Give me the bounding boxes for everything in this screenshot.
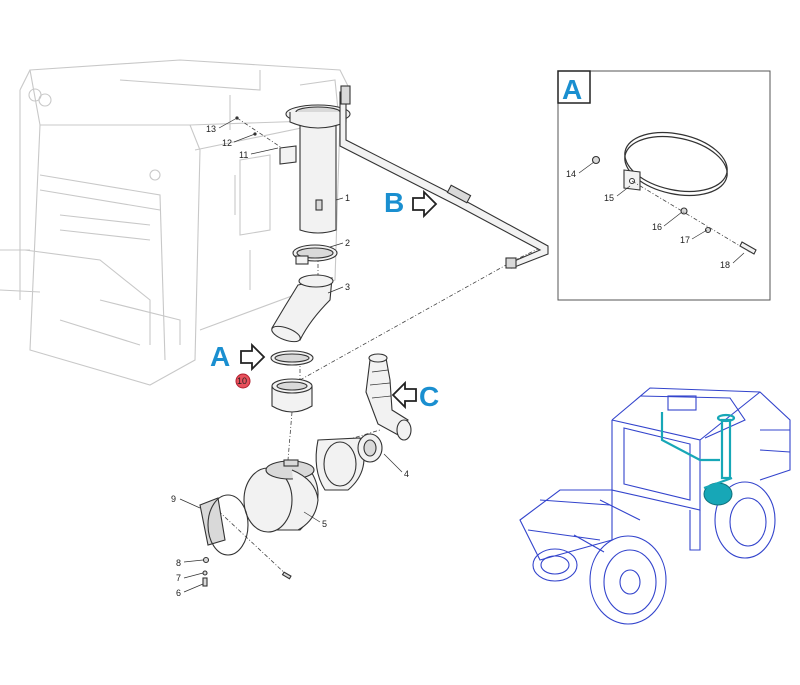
clamp-fasteners [591,155,757,255]
callout-17: 17 [680,235,690,245]
callout-1: 1 [345,193,350,203]
elbow-pipe [271,274,334,343]
tractor-highlighted-assembly [660,412,736,506]
callout-8: 8 [176,558,181,568]
view-label-c: C [419,381,439,412]
callout-16: 16 [652,222,662,232]
center-line [211,117,541,579]
band-clamp [623,131,728,197]
view-label-b: B [384,187,404,218]
leaders-main [179,116,403,593]
bolt-set [202,556,292,587]
cab-outline [0,59,351,386]
leaders-detail [578,161,751,264]
rubber-sleeve [271,378,313,413]
callout-6: 6 [176,588,181,598]
callout-5: 5 [322,519,327,529]
callout-18: 18 [720,260,730,270]
callout-10: 10 [237,376,247,386]
filter-front-bracket [199,494,249,556]
callout-3: 3 [345,282,350,292]
filter-rear-bracket [315,437,365,491]
hose-clamp [292,244,338,265]
seal-ring [270,350,314,366]
callout-7: 7 [176,573,181,583]
callout-4: 4 [404,469,409,479]
callout-15: 15 [604,193,614,203]
intake-flange [357,433,383,463]
callout-11: 11 [239,150,248,160]
view-arrow-c [391,380,417,410]
detail-a-box [557,70,771,301]
air-filter-housing [243,459,319,533]
view-arrow-b [412,189,438,219]
tractor-locator-view [519,387,791,625]
red-badge-icon [235,373,251,389]
view-label-a: A [210,341,230,372]
callout-12: 12 [222,138,232,148]
callout-13: 13 [206,124,216,134]
view-c-elbow [365,353,412,441]
callout-2: 2 [345,238,350,248]
breather-pipe [339,85,549,269]
detail-label-a: A [562,74,582,105]
intake-pipe [279,104,351,234]
view-arrow-a [240,342,266,372]
callout-9: 9 [171,494,176,504]
callout-14: 14 [566,169,576,179]
